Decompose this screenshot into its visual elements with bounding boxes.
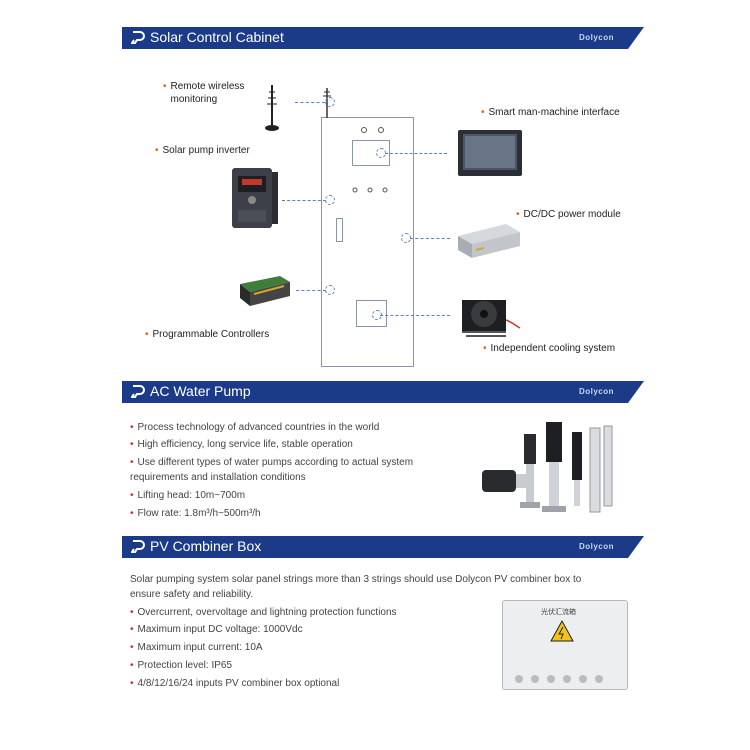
inverter-icon xyxy=(232,168,278,228)
pump-bullet-continued: requirements and installation conditions xyxy=(130,472,306,483)
plc-controller-icon xyxy=(240,276,290,306)
label-plc: •Programmable Controllers xyxy=(145,329,270,340)
section-banner-pump: AC Water Pump Dolycon xyxy=(122,381,628,403)
water-pumps-image xyxy=(482,422,613,513)
banner-tail xyxy=(628,536,644,558)
label-inverter: •Solar pump inverter xyxy=(155,145,250,156)
section-banner-cabinet: Solar Control Cabinet Dolycon xyxy=(122,27,628,49)
hmi-touchscreen-icon xyxy=(458,130,522,176)
callout-ring xyxy=(372,310,382,320)
cooling-fan-icon xyxy=(462,300,521,337)
leader-line xyxy=(295,102,325,103)
section-title: PV Combiner Box xyxy=(150,538,262,554)
dolycon-logo-icon xyxy=(131,540,145,553)
label-remote-monitoring: •Remote wireless monitoring xyxy=(163,81,245,105)
brand-mark: Dolycon xyxy=(578,542,614,551)
combiner-bullet: •Maximum input DC voltage: 1000Vdc xyxy=(130,624,303,635)
dolycon-logo-icon xyxy=(131,385,145,398)
pump-bullet: •Flow rate: 1.8m³/h~500m³/h xyxy=(130,508,261,519)
wireless-antenna-icon xyxy=(265,85,279,131)
combiner-intro: Solar pumping system solar panel strings… xyxy=(130,574,582,600)
banner-tail xyxy=(628,381,644,403)
cable-glands xyxy=(515,675,603,683)
bullet-dot: • xyxy=(163,81,167,92)
section-title: AC Water Pump xyxy=(150,383,251,399)
cabinet-indicator-lights xyxy=(352,127,388,193)
leader-line xyxy=(385,153,447,154)
pump-bullet: •Process technology of advanced countrie… xyxy=(130,422,380,433)
pump-bullet: •High efficiency, long service life, sta… xyxy=(130,439,353,450)
label-cooling: •Independent cooling system xyxy=(483,343,616,354)
combiner-bullet: •Protection level: IP65 xyxy=(130,660,233,671)
callout-ring xyxy=(376,148,386,158)
leader-line xyxy=(282,200,326,201)
cabinet-handle xyxy=(336,218,343,242)
brand-mark: Dolycon xyxy=(578,33,614,42)
pump-bullet: •Use different types of water pumps acco… xyxy=(130,457,414,468)
callout-ring xyxy=(325,97,335,107)
leader-line xyxy=(380,315,450,316)
section-title: Solar Control Cabinet xyxy=(150,29,284,45)
banner-tail xyxy=(628,27,644,49)
combiner-box-image: 光伏汇流箱 xyxy=(502,600,628,690)
high-voltage-warning-icon xyxy=(550,619,574,642)
section-banner-combiner: PV Combiner Box Dolycon xyxy=(122,536,628,558)
callout-ring xyxy=(325,285,335,295)
dolycon-logo-icon xyxy=(131,31,145,44)
leader-line xyxy=(410,238,450,239)
combiner-bullet: •Overcurrent, overvoltage and lightning … xyxy=(130,607,397,618)
brand-mark: Dolycon xyxy=(578,387,614,396)
combiner-box-label: 光伏汇流箱 xyxy=(541,609,576,616)
label-dcdc: •DC/DC power module xyxy=(516,209,621,220)
callout-ring xyxy=(401,233,411,243)
leader-line xyxy=(296,290,326,291)
callout-ring xyxy=(325,195,335,205)
dcdc-module-icon xyxy=(458,224,520,258)
label-hmi: •Smart man-machine interface xyxy=(481,107,620,118)
combiner-bullet: •4/8/12/16/24 inputs PV combiner box opt… xyxy=(130,678,340,689)
combiner-bullet: •Maximum input current: 10A xyxy=(130,642,263,653)
pump-bullet: •Lifting head: 10m~700m xyxy=(130,490,246,501)
